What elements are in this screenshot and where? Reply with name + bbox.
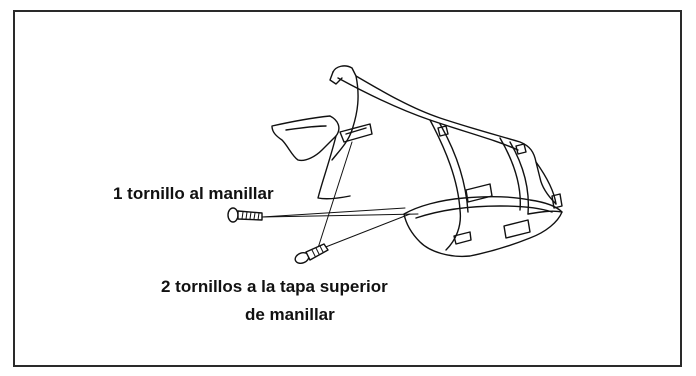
diagram-frame <box>13 10 682 367</box>
handlebar-cover <box>271 65 563 258</box>
label-screws-cover-line1: 2 tornillos a la tapa superior <box>161 277 388 296</box>
leader-lines <box>261 141 419 251</box>
label-screw-handlebar: 1 tornillo al manillar <box>113 184 274 203</box>
screw-cover-icon <box>294 243 329 264</box>
screw-handlebar-icon <box>227 207 263 223</box>
label-screws-cover-line2: de manillar <box>245 305 335 324</box>
